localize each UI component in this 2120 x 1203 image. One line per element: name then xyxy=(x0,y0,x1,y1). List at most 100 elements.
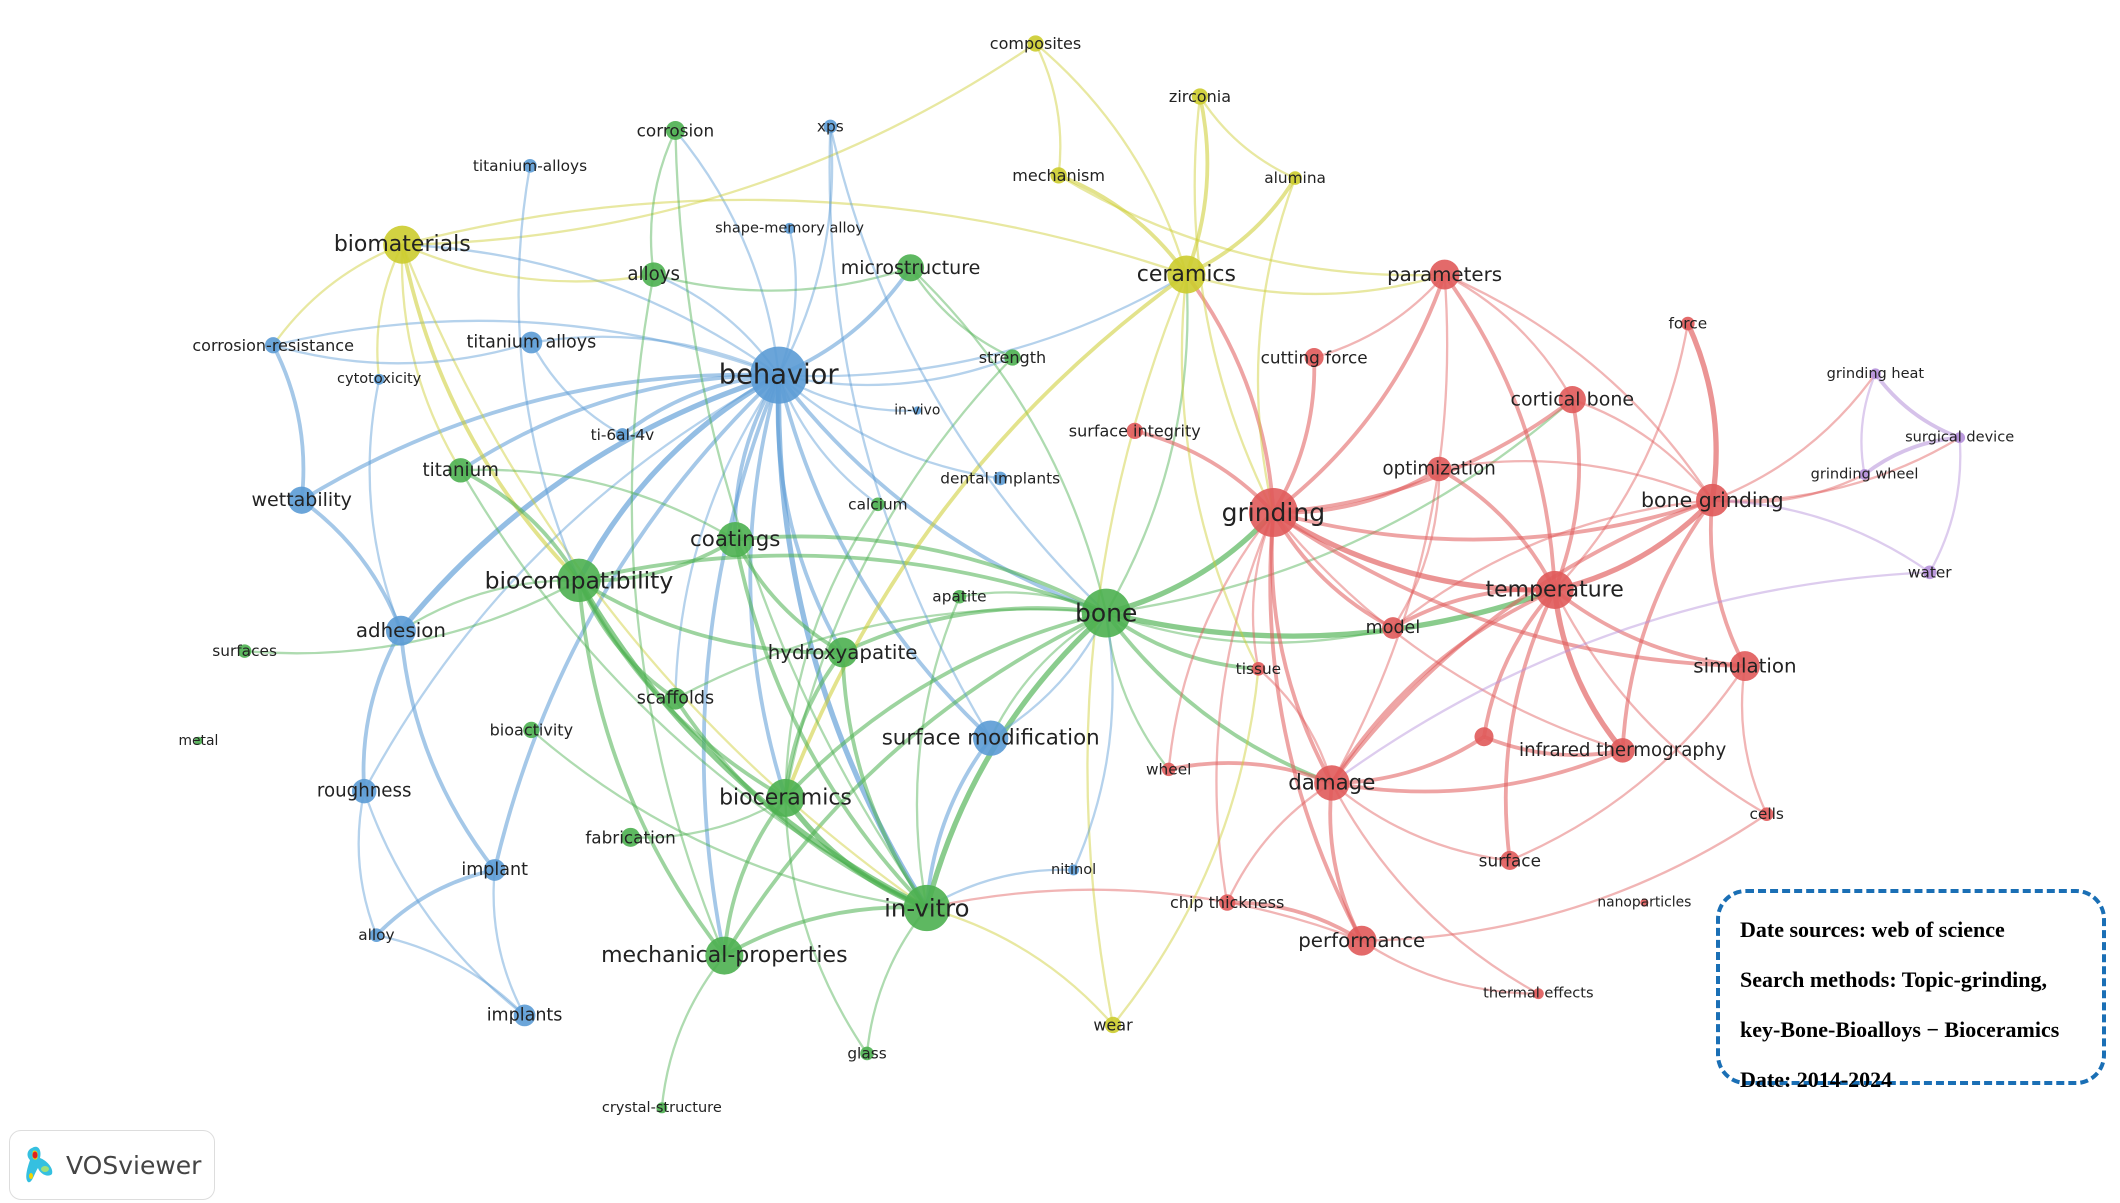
node-surgical-device[interactable] xyxy=(1954,432,1966,444)
node-label-temperature[interactable]: temperature xyxy=(1486,577,1624,602)
node-adhesion[interactable] xyxy=(385,615,416,646)
node-label-corrosion-resistance[interactable]: corrosion-resistance xyxy=(192,336,354,355)
node-label-bone[interactable]: bone xyxy=(1075,599,1137,628)
node-bioactivity[interactable] xyxy=(523,721,540,739)
node-wettability[interactable] xyxy=(288,486,316,514)
node-titanium-alloys[interactable] xyxy=(523,159,537,173)
node-label-ceramics[interactable]: ceramics xyxy=(1137,262,1236,287)
node-label-titanium-alloys[interactable]: titanium alloys xyxy=(467,333,597,353)
node-label-bioceramics[interactable]: bioceramics xyxy=(719,785,852,810)
node-label-dental-implants[interactable]: dental implants xyxy=(940,469,1060,487)
node-label-cortical-bone[interactable]: cortical bone xyxy=(1511,389,1635,411)
node-cells[interactable] xyxy=(1759,807,1774,822)
node-label-wear[interactable]: wear xyxy=(1093,1015,1133,1034)
node-biocompatibility[interactable] xyxy=(557,558,601,603)
node-label-microstructure[interactable]: microstructure xyxy=(841,257,981,279)
node-implant[interactable] xyxy=(483,859,506,881)
node-label-alumina[interactable]: alumina xyxy=(1264,169,1326,187)
node-glass[interactable] xyxy=(860,1046,874,1061)
node-label-force[interactable]: force xyxy=(1669,315,1708,333)
node-surface-integrity[interactable] xyxy=(1126,422,1143,440)
node-force[interactable] xyxy=(1681,316,1695,331)
node-label-titanium[interactable]: titanium xyxy=(423,460,499,481)
node-calcium[interactable] xyxy=(871,497,885,512)
node-surfaces[interactable] xyxy=(237,644,252,658)
node-grinding-wheel[interactable] xyxy=(1859,468,1870,480)
node-label-surface-integrity[interactable]: surface integrity xyxy=(1069,421,1201,440)
node-label-in-vivo[interactable]: in-vivo xyxy=(894,403,940,419)
node-in-vivo[interactable] xyxy=(913,406,922,415)
node-ti-6al-4v[interactable] xyxy=(615,428,630,442)
node-microstructure[interactable] xyxy=(896,254,925,282)
node-label-biocompatibility[interactable]: biocompatibility xyxy=(485,566,674,594)
node-label-surface-modification[interactable]: surface modification xyxy=(882,726,1100,751)
node-unlabeled[interactable] xyxy=(1474,727,1494,747)
node-metal[interactable] xyxy=(194,736,203,745)
node-label-surfaces[interactable]: surfaces xyxy=(212,642,277,660)
node-label-corrosion[interactable]: corrosion xyxy=(637,120,714,140)
node-label-fabrication[interactable]: fabrication xyxy=(585,827,675,847)
node-label-crystal-structure[interactable]: crystal-structure xyxy=(602,1100,722,1116)
node-ceramics[interactable] xyxy=(1167,255,1206,294)
node-label-alloy[interactable]: alloy xyxy=(358,926,394,944)
node-simulation[interactable] xyxy=(1729,651,1760,682)
node-label-surgical-device[interactable]: surgical device xyxy=(1905,430,2014,446)
node-label-performance[interactable]: performance xyxy=(1298,929,1425,952)
node-label-thermal-effects[interactable]: thermal effects xyxy=(1483,986,1593,1002)
node-label-coatings[interactable]: coatings xyxy=(690,527,780,552)
node-fabrication[interactable] xyxy=(621,827,641,847)
node-label-adhesion[interactable]: adhesion xyxy=(356,619,446,642)
node-in-vitro[interactable] xyxy=(903,884,950,932)
node-label-biomaterials[interactable]: biomaterials xyxy=(334,232,471,257)
node-apatite[interactable] xyxy=(952,589,967,604)
node-label-grinding-wheel[interactable]: grinding wheel xyxy=(1811,466,1919,482)
node-titanium-alloys[interactable] xyxy=(520,331,543,354)
node-cytotoxicity[interactable] xyxy=(373,373,385,385)
node-alloys[interactable] xyxy=(641,262,666,287)
node-mechanical-properties[interactable] xyxy=(705,936,744,975)
node-label-chip-thickness[interactable]: chip thickness xyxy=(1170,893,1284,912)
node-label-tissue[interactable]: tissue xyxy=(1236,660,1281,678)
node-label-water[interactable]: water xyxy=(1908,563,1952,581)
node-corrosion[interactable] xyxy=(665,120,685,141)
node-alloy[interactable] xyxy=(369,928,384,943)
node-label-implants[interactable]: implants xyxy=(487,1005,563,1025)
node-nanoparticles[interactable] xyxy=(1640,898,1649,907)
node-label-parameters[interactable]: parameters xyxy=(1387,263,1502,286)
node-behavior[interactable] xyxy=(750,346,808,404)
node-parameters[interactable] xyxy=(1429,259,1460,290)
node-chip-thickness[interactable] xyxy=(1219,894,1236,911)
node-label-composites[interactable]: composites xyxy=(990,34,1081,53)
node-biomaterials[interactable] xyxy=(383,225,422,264)
node-alumina[interactable] xyxy=(1288,171,1302,185)
node-label-implant[interactable]: implant xyxy=(461,860,528,880)
node-label-shape-memory-alloy[interactable]: shape-memory alloy xyxy=(715,220,864,236)
node-cutting-force[interactable] xyxy=(1304,347,1324,368)
node-crystal-structure[interactable] xyxy=(656,1102,668,1114)
node-grinding-heat[interactable] xyxy=(1869,368,1881,380)
node-label-apatite[interactable]: apatite xyxy=(932,588,986,606)
node-label-model[interactable]: model xyxy=(1366,618,1421,638)
node-scaffolds[interactable] xyxy=(664,687,687,710)
node-titanium[interactable] xyxy=(448,458,473,483)
node-label-cutting-force[interactable]: cutting force xyxy=(1261,348,1368,368)
node-label-roughness[interactable]: roughness xyxy=(317,781,412,802)
node-nitinol[interactable] xyxy=(1068,864,1080,876)
node-mechanism[interactable] xyxy=(1050,167,1067,184)
node-infrared-thermography[interactable] xyxy=(1610,738,1635,763)
node-damage[interactable] xyxy=(1314,765,1350,801)
node-label-grinding-heat[interactable]: grinding heat xyxy=(1827,366,1925,382)
node-label-alloys[interactable]: alloys xyxy=(627,264,680,285)
node-label-damage[interactable]: damage xyxy=(1288,770,1375,795)
node-dental-implants[interactable] xyxy=(993,471,1007,486)
node-surface-modification[interactable] xyxy=(973,720,1009,756)
node-wear[interactable] xyxy=(1104,1016,1122,1034)
node-label-in-vitro[interactable]: in-vitro xyxy=(884,894,969,923)
node-label-titanium-alloys[interactable]: titanium-alloys xyxy=(473,157,587,175)
node-label-wettability[interactable]: wettability xyxy=(251,489,351,511)
node-label-grinding[interactable]: grinding xyxy=(1222,498,1325,527)
node-performance[interactable] xyxy=(1346,925,1377,956)
node-label-hydroxyapatite[interactable]: hydroxyapatite xyxy=(768,641,918,664)
node-thermal-effects[interactable] xyxy=(1532,988,1544,1000)
node-label-behavior[interactable]: behavior xyxy=(719,360,840,391)
